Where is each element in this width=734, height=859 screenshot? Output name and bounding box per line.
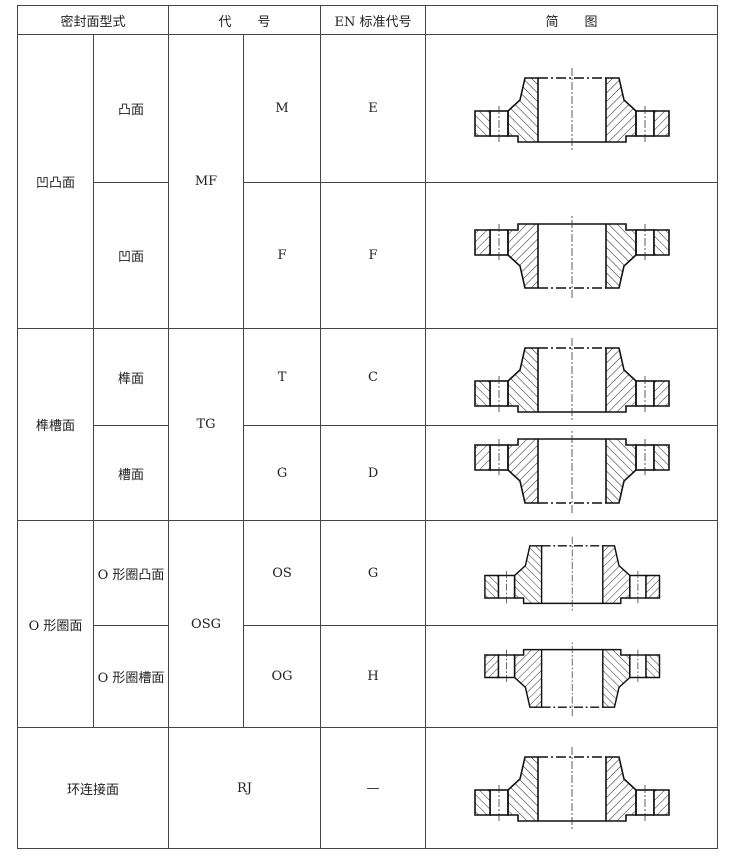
sketch-raised-face (425, 34, 719, 183)
en-code: D (320, 425, 427, 521)
sketch-ring-joint-face (425, 727, 719, 849)
header-row: 密封面型式 代 号 EN 标准代号 简 图 (16, 5, 719, 35)
face-name: O 形圈槽面 (92, 625, 170, 728)
en-code: H (320, 625, 427, 728)
en-code: — (320, 727, 427, 849)
table-row: 榫槽面 榫面 TG T C (17, 328, 719, 521)
sketch-groove-face (425, 425, 719, 521)
group-code: OSG (168, 520, 245, 728)
group-code: TG (168, 328, 245, 521)
flange-sketch (434, 627, 710, 727)
face-name: 榫面 (92, 328, 170, 426)
sketch-o-ring-groove-face (425, 625, 719, 728)
sub-code: G (243, 425, 322, 521)
en-code: G (320, 520, 427, 626)
header-sketch: 简 图 (425, 5, 719, 35)
en-code: F (320, 182, 427, 329)
flange-sketch (434, 330, 710, 425)
flange-sketch (434, 36, 710, 182)
sketch-tongue-face (425, 328, 719, 426)
group-name: 环连接面 (16, 727, 170, 849)
sub-code: T (243, 328, 322, 426)
table-row: 槽面 G D (18, 425, 719, 521)
sub-code: OS (243, 520, 322, 626)
header-en-code: EN 标准代号 (320, 5, 427, 35)
flange-sketch (434, 729, 710, 848)
table-row: 凹凸面 凸面 MF M E (17, 34, 719, 329)
face-name: 凸面 (92, 34, 170, 183)
table-row: 环连接面 RJ — (16, 727, 719, 849)
group-name: 榫槽面 (17, 328, 94, 521)
face-name: 槽面 (92, 425, 170, 521)
sketch-o-ring-raised-face (425, 520, 719, 626)
sub-code: F (243, 182, 322, 329)
face-name: O 形圈凸面 (92, 520, 170, 626)
group-code: MF (168, 34, 245, 329)
sub-code: OG (243, 625, 322, 728)
group-code: RJ (168, 727, 322, 849)
flange-seal-face-table: 密封面型式 代 号 EN 标准代号 简 图 凹凸面 凸面 MF M E 凹面 F… (16, 5, 719, 849)
header-code: 代 号 (168, 5, 322, 35)
flange-sketch (434, 427, 710, 520)
header-seal-type: 密封面型式 (16, 5, 170, 35)
face-name: 凹面 (92, 182, 170, 329)
flange-sketch (434, 184, 710, 328)
table-row: 凹面 F F (18, 182, 719, 329)
sketch-female-face (425, 182, 719, 329)
group-name: 凹凸面 (17, 34, 94, 329)
table-row: O 形圈槽面 OG H (18, 625, 719, 728)
sub-code: M (243, 34, 322, 183)
flange-sketch (434, 522, 710, 625)
en-code: E (320, 34, 427, 183)
en-code: C (320, 328, 427, 426)
table-row: O 形圈面 O 形圈凸面 OSG OS G (17, 520, 719, 728)
group-name: O 形圈面 (17, 520, 94, 728)
